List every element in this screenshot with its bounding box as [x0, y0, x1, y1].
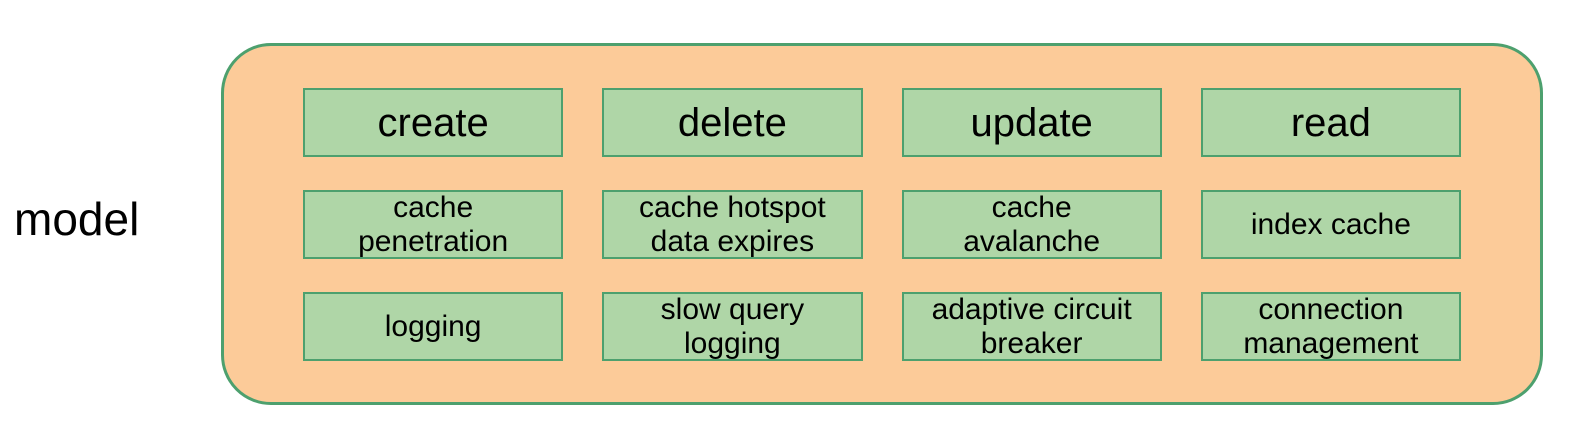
node-adaptive-circuit-breaker: adaptive circuit breaker	[901, 292, 1162, 361]
node-slow-query-logging: slow query logging	[602, 292, 863, 361]
node-logging: logging	[303, 292, 564, 361]
node-cache-penetration: cache penetration	[303, 190, 564, 259]
node-connection-management: connection management	[1200, 292, 1461, 361]
node-create: create	[303, 88, 564, 157]
node-read: read	[1200, 88, 1461, 157]
node-index-cache: index cache	[1200, 190, 1461, 259]
model-grid: create delete update read cache penetrat…	[224, 46, 1540, 402]
node-cache-hotspot-data-expires: cache hotspot data expires	[602, 190, 863, 259]
node-delete: delete	[602, 88, 863, 157]
model-container: create delete update read cache penetrat…	[221, 43, 1543, 405]
model-label: model	[14, 193, 140, 245]
node-update: update	[901, 88, 1162, 157]
node-cache-avalanche: cache avalanche	[901, 190, 1162, 259]
